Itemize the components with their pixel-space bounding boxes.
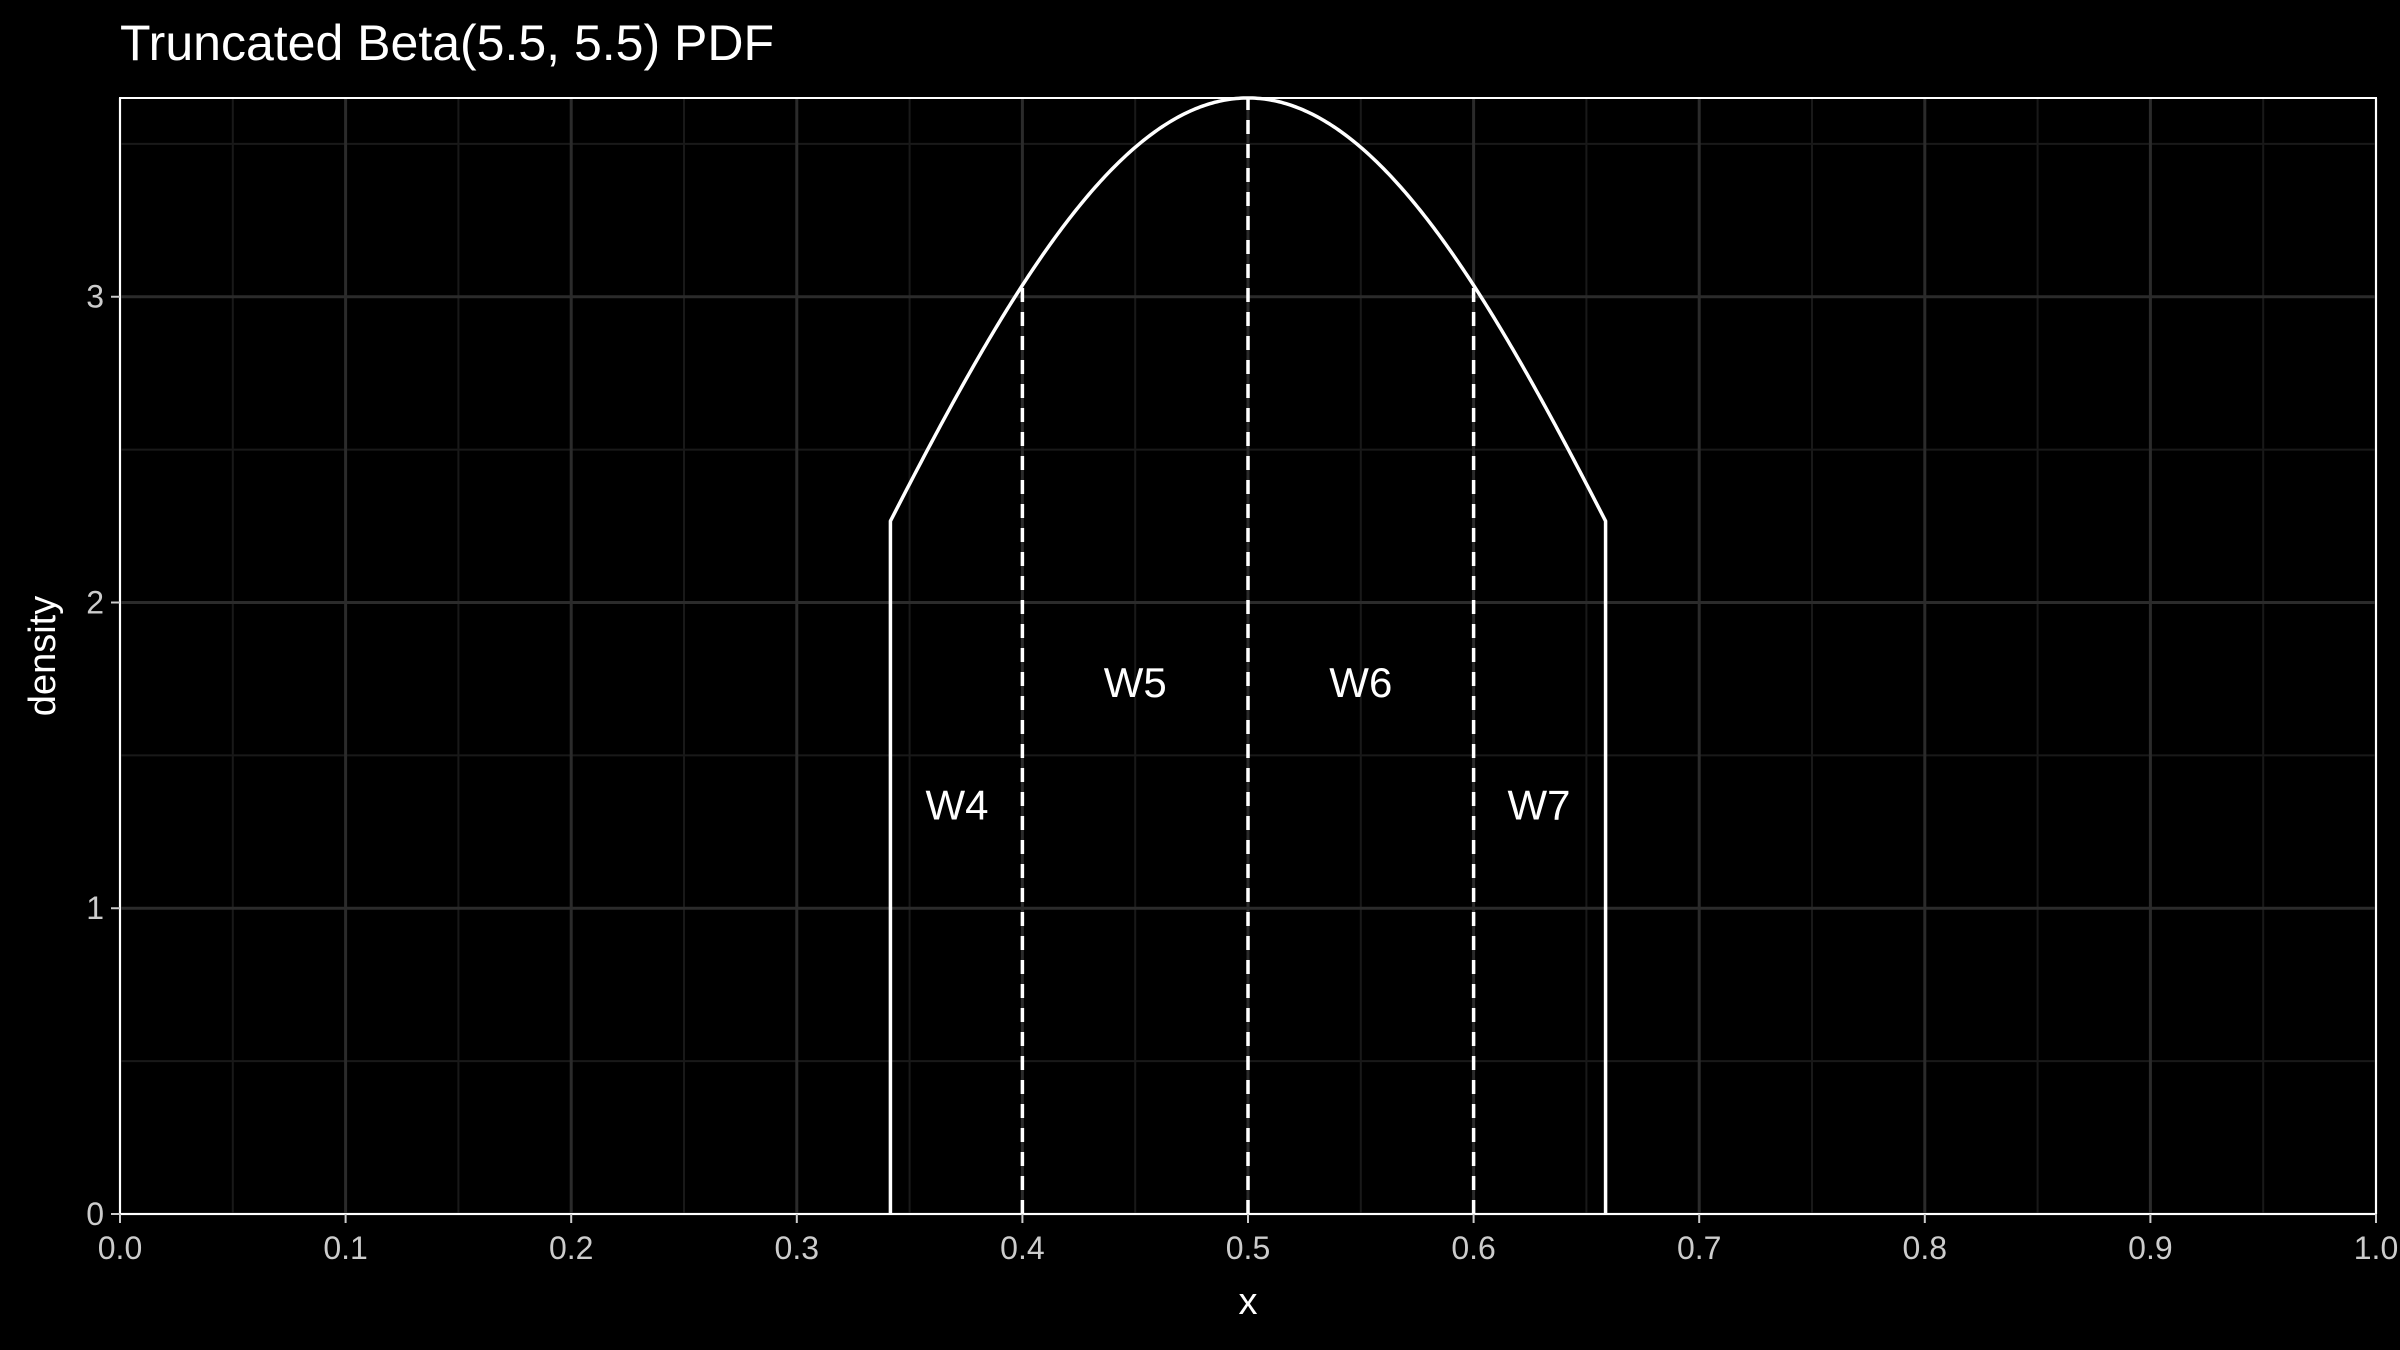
x-tick-label: 1.0	[2354, 1230, 2398, 1266]
x-tick-label: 0.8	[1903, 1230, 1947, 1266]
x-axis: 0.0 0.1 0.2 0.3 0.4 0.5 0.6 0.7 0.8 0.9 1.0	[98, 1214, 2398, 1266]
split-lines	[1020, 97, 1476, 1214]
region-label: W7	[1508, 781, 1571, 828]
chart-title: Truncated Beta(5.5, 5.5) PDF	[120, 15, 774, 71]
y-axis-label: density	[22, 596, 64, 716]
region-label: W5	[1104, 659, 1167, 706]
x-tick-label: 0.1	[323, 1230, 367, 1266]
x-tick-label: 0.3	[775, 1230, 819, 1266]
y-axis: 0 1 2 3	[86, 279, 120, 1232]
x-tick-label: 0.0	[98, 1230, 142, 1266]
x-tick-label: 0.7	[1677, 1230, 1721, 1266]
x-tick-label: 0.4	[1000, 1230, 1044, 1266]
region-label: W4	[925, 781, 988, 828]
y-tick-label: 1	[86, 890, 104, 926]
y-tick-label: 2	[86, 584, 104, 620]
region-label: W6	[1329, 659, 1392, 706]
y-tick-label: 3	[86, 279, 104, 315]
x-tick-label: 0.2	[549, 1230, 593, 1266]
x-tick-label: 0.5	[1226, 1230, 1270, 1266]
x-tick-label: 0.9	[2128, 1230, 2172, 1266]
y-tick-label: 0	[86, 1196, 104, 1232]
x-tick-label: 0.6	[1451, 1230, 1495, 1266]
x-axis-label: x	[1239, 1281, 1258, 1323]
